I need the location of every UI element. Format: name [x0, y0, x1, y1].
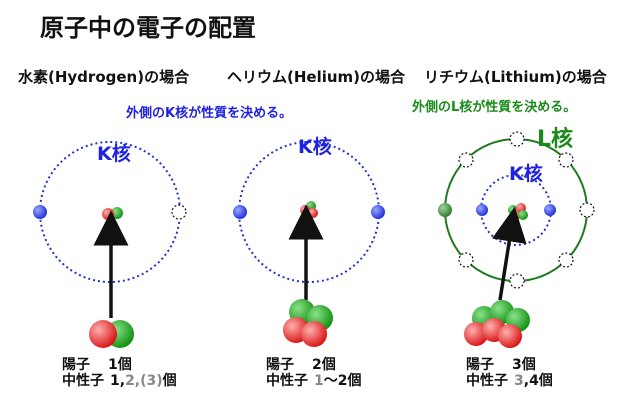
lithium-protons-label: 陽子 — [466, 357, 494, 373]
helium-atom — [233, 141, 385, 347]
helium-protons-label: 陽子 — [266, 357, 294, 373]
helium-neutrons-value-a: 1 — [314, 373, 324, 389]
helium-electron-right — [371, 205, 385, 219]
lithium-empty-slot — [558, 152, 574, 168]
lithium-neutrons-row: 中性子 3,4個 — [466, 373, 553, 389]
lithium-arrow — [491, 206, 527, 301]
lithium-l-label: L核 — [537, 126, 573, 152]
lithium-empty-slot — [509, 131, 525, 147]
lithium-neutrons-value-a: 3 — [514, 373, 524, 389]
helium-protons-row: 陽子 2個 — [266, 357, 336, 373]
lithium-empty-slot — [509, 273, 525, 289]
lithium-k-label: K核 — [509, 162, 543, 185]
lithium-note: 外側のL核が性質を決める。 — [412, 100, 577, 115]
hydrogen-heading: 水素(Hydrogen)の場合 — [18, 68, 190, 86]
hydrogen-neutrons-value-c: 個 — [162, 373, 177, 389]
helium-neutrons-value-b: ～2個 — [323, 373, 362, 389]
lithium-empty-slot — [458, 152, 474, 168]
helium-neutrons-row: 中性子 1～2個 — [266, 373, 362, 389]
lithium-big-proton — [464, 322, 488, 346]
hydrogen-empty-slot — [171, 204, 187, 220]
lithium-empty-slot — [579, 202, 595, 218]
hydrogen-note: 外側のK核が性質を決める。 — [126, 106, 293, 121]
helium-big-proton-b — [301, 321, 327, 347]
hydrogen-electron — [33, 205, 47, 219]
lithium-atom — [438, 131, 595, 348]
lithium-empty-slot — [558, 252, 574, 268]
hydrogen-nucleus-proton — [102, 208, 114, 220]
hydrogen-neutrons-value-b: 2,(3) — [125, 373, 163, 389]
helium-heading: ヘリウム(Helium)の場合 — [227, 68, 406, 86]
lithium-inner-electron-left — [476, 204, 488, 216]
hydrogen-protons-label: 陽子 — [62, 357, 90, 373]
lithium-big-proton — [498, 324, 522, 348]
hydrogen-protons-row: 陽子 1個 — [62, 357, 132, 373]
helium-nucleus-neutron-b — [301, 211, 311, 221]
lithium-nucleus-part — [518, 210, 528, 220]
hydrogen-neutrons-value-a: 1, — [110, 373, 126, 389]
lithium-neutrons-label: 中性子 — [466, 373, 508, 389]
helium-protons-value: 2個 — [312, 357, 336, 373]
lithium-empty-slot — [458, 252, 474, 268]
helium-electron-left — [233, 205, 247, 219]
hydrogen-big-proton — [89, 320, 117, 348]
hydrogen-neutrons-label: 中性子 — [62, 373, 104, 389]
lithium-protons-row: 陽子 3個 — [466, 357, 536, 373]
hydrogen-atom — [33, 141, 187, 348]
lithium-heading: リチウム(Lithium)の場合 — [424, 68, 607, 86]
lithium-inner-electron-right — [544, 204, 556, 216]
helium-neutrons-label: 中性子 — [266, 373, 308, 389]
hydrogen-k-label: K核 — [97, 142, 131, 165]
lithium-protons-value: 3個 — [512, 357, 536, 373]
page-title: 原子中の電子の配置 — [40, 14, 256, 42]
lithium-outer-electron — [438, 203, 452, 217]
lithium-neutrons-value-b: ,4個 — [523, 373, 553, 389]
helium-k-label: K核 — [298, 135, 332, 158]
hydrogen-neutrons-row: 中性子 1,2,(3)個 — [62, 373, 177, 389]
hydrogen-protons-value: 1個 — [108, 357, 132, 373]
